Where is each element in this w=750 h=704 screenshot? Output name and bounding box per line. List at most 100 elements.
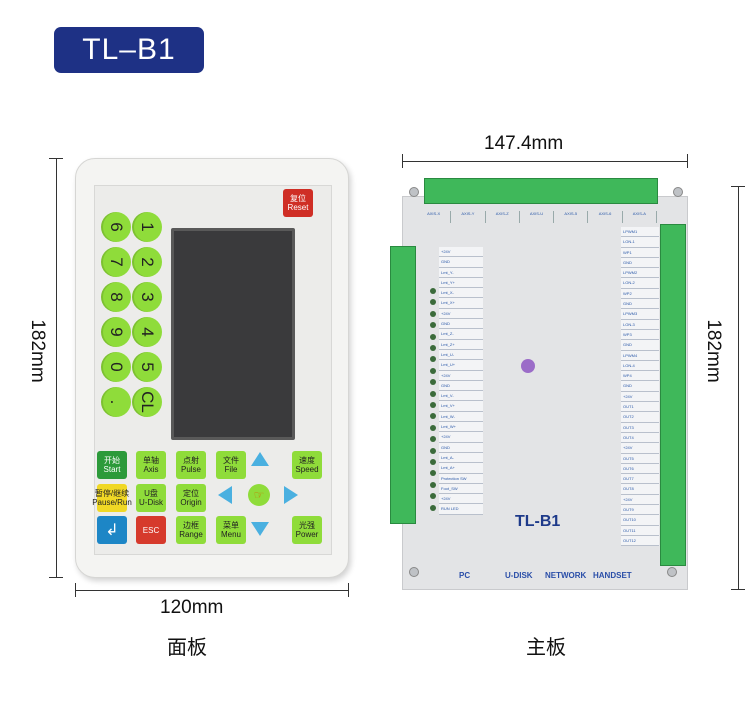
pin-label: Lmt_U- [439, 349, 483, 361]
pin-label: LPWM1 [621, 227, 659, 238]
pin-label: OUT10 [621, 515, 659, 526]
pin-label: OUT7 [621, 474, 659, 485]
pin-label: GND [621, 257, 659, 269]
function-key[interactable]: 速度 Speed [292, 451, 322, 479]
panel-width-tick-left [75, 583, 76, 597]
number-key[interactable]: 6 [101, 212, 131, 242]
number-key[interactable]: 9 [101, 317, 131, 347]
pin-label: OUT9 [621, 505, 659, 516]
board-chip [521, 359, 535, 373]
function-key[interactable]: 单轴 Axis [136, 451, 166, 479]
enter-hand-icon[interactable]: ☞ [248, 484, 270, 506]
pin-label: +24V [439, 494, 483, 505]
status-led [430, 459, 436, 465]
status-led [430, 288, 436, 294]
number-key[interactable]: 5 [132, 352, 162, 382]
port-label-pc: PC [459, 571, 471, 580]
status-led [430, 504, 436, 511]
status-led [430, 322, 436, 329]
pin-label: +24V [621, 494, 659, 506]
number-key[interactable]: 1 [132, 212, 162, 242]
axis-label: AXIS-6 [588, 211, 623, 223]
pin-label: +24V [439, 432, 483, 443]
enter-key-icon[interactable]: ↲ [97, 516, 127, 544]
arrow-left-icon[interactable] [218, 486, 232, 504]
panel-width-tick-right [348, 583, 349, 597]
function-key[interactable]: 开始 Start [97, 451, 127, 479]
pin-label: RUN LED [439, 504, 483, 515]
right-terminal-block [660, 224, 686, 566]
pin-label: GND [439, 319, 483, 330]
function-key[interactable]: 点射 Pulse [176, 451, 206, 479]
pin-label: Lmt_A+ [439, 463, 483, 474]
pin-label: +24V [621, 443, 659, 454]
pin-label: Lmt_A- [439, 452, 483, 464]
arrow-right-icon[interactable] [284, 486, 298, 504]
port-label-handset: HANDSET [593, 571, 632, 580]
status-led [430, 379, 436, 386]
screw-icon [409, 567, 419, 577]
axis-label: AXIS-Y [451, 211, 486, 223]
pin-label: +24V [439, 370, 483, 381]
port-label-network: NETWORK [545, 571, 587, 580]
pin-label: Lmt_V- [439, 391, 483, 402]
function-key[interactable]: ESC [136, 516, 166, 544]
board-name: TL-B1 [515, 513, 561, 530]
number-key[interactable]: 2 [132, 247, 162, 277]
product-title-badge: TL–B1 [54, 27, 204, 73]
panel-width-line [75, 590, 349, 591]
number-key[interactable]: 4 [132, 317, 162, 347]
pin-label: Lmt_Y+ [439, 277, 483, 289]
pin-label: OUT4 [621, 432, 659, 444]
pin-label: OUT8 [621, 484, 659, 495]
axis-label: AXIS-A [623, 211, 657, 223]
pin-label: LPWM2 [621, 268, 659, 279]
number-key[interactable]: 7 [101, 247, 131, 277]
number-key[interactable]: 8 [101, 282, 131, 312]
status-led [430, 333, 436, 340]
pin-label: OUT5 [621, 453, 659, 464]
pin-label: GND [439, 380, 483, 392]
function-key[interactable]: 文件 File [216, 451, 246, 479]
board-width-label: 147.4mm [484, 133, 564, 154]
screw-icon [409, 187, 419, 197]
panel-height-label: 182mm [27, 319, 48, 383]
status-led [430, 424, 436, 431]
board-height-line [738, 186, 739, 590]
direction-pad: ☞ [218, 452, 300, 544]
board-width-tick-right [687, 154, 688, 168]
number-key[interactable]: 3 [132, 282, 162, 312]
pin-label: Protection SW [439, 473, 483, 484]
pin-label: OUT1 [621, 402, 659, 413]
pin-label: GND [439, 442, 483, 453]
status-led [430, 356, 436, 363]
reset-button[interactable]: 复位 Reset [283, 189, 313, 217]
left-terminal-block [390, 246, 416, 524]
function-key[interactable]: 暂停/继续 Pause/Run [92, 484, 132, 512]
board-width-tick-left [402, 154, 403, 168]
number-key[interactable]: 0 [101, 352, 131, 382]
pin-label: Lmt_W+ [439, 422, 483, 433]
function-key[interactable]: U盘 U-Disk [136, 484, 166, 512]
status-led [430, 447, 436, 454]
pin-label: Lmt_X- [439, 288, 483, 299]
board-caption: 主板 [526, 635, 566, 659]
number-key[interactable]: CL [132, 387, 162, 417]
arrow-up-icon[interactable] [251, 452, 269, 466]
pin-label: Foot_SW [439, 483, 483, 495]
panel-height-line [56, 158, 57, 578]
board-width-line [402, 161, 688, 162]
number-key[interactable]: . [101, 387, 131, 417]
function-key[interactable]: 光强 Power [292, 516, 322, 544]
pin-label: Lmt_U+ [439, 360, 483, 371]
arrow-down-icon[interactable] [251, 522, 269, 536]
function-key[interactable]: 定位 Origin [176, 484, 206, 512]
pin-label: +24V [439, 247, 483, 258]
pin-label: LPWM4 [621, 350, 659, 361]
pin-label: OUT2 [621, 412, 659, 423]
function-key[interactable]: 边框 Range [176, 516, 206, 544]
panel-height-tick-top [49, 158, 63, 159]
function-key[interactable]: 菜单 Menu [216, 516, 246, 544]
